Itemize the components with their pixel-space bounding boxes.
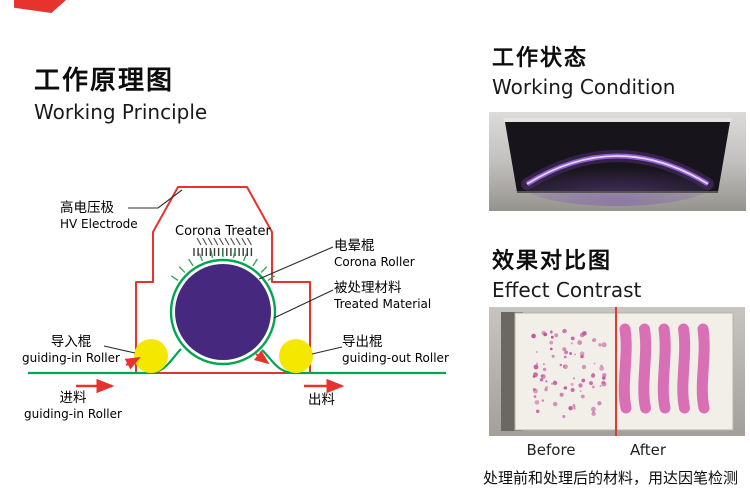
corona-treater-label-text: Corona Treater — [175, 224, 271, 239]
condition-title-cn: 工作状态 — [492, 46, 589, 71]
leader-corona-roller — [258, 246, 334, 280]
hv-electrode-label: 高电压极 HV Electrode — [60, 196, 138, 231]
corona-roller-shape — [175, 264, 271, 360]
condition-title: 工作状态 Working Condition — [492, 40, 675, 99]
web-direction-arrow-right — [254, 350, 270, 365]
corona-roller-label-en: Corona Roller — [334, 255, 415, 269]
leader-treated-material — [273, 289, 334, 319]
guiding-in-roller-label-en: guiding-in Roller — [22, 351, 120, 365]
feed-in-label: 进料 guiding-in Roller — [20, 386, 126, 421]
principle-diagram — [28, 186, 446, 394]
after-ink-strokes — [618, 323, 710, 414]
hv-electrode-teeth — [193, 237, 253, 256]
leader-hv-electrode — [128, 189, 183, 209]
corona-roller-label: 电晕棍 Corona Roller — [334, 234, 415, 269]
corner-ribbon — [14, 0, 66, 13]
guiding-in-roller-label: 导入棍 guiding-in Roller — [18, 330, 124, 365]
principle-title-en: Working Principle — [34, 100, 208, 124]
feed-in-label-cn: 进料 — [59, 390, 87, 406]
guiding-in-roller-shape — [134, 339, 168, 373]
before-label: Before — [526, 441, 576, 459]
guiding-out-roller-label: 导出棍 guiding-out Roller — [342, 330, 449, 365]
treated-material-label-en: Treated Material — [334, 297, 432, 311]
contrast-caption: 处理前和处理后的材料，用达因笔检测 — [483, 469, 739, 487]
guiding-out-roller-shape — [279, 339, 313, 373]
feed-in-label-en: guiding-in Roller — [24, 407, 122, 421]
discharge-glow — [521, 162, 713, 206]
corona-arc-core — [526, 155, 709, 185]
principle-title: 工作原理图 Working Principle — [34, 60, 207, 124]
corona-treater-label: Corona Treater — [175, 224, 271, 239]
feed-out-label-cn: 出料 — [308, 392, 335, 408]
corona-roller-label-cn: 电晕棍 — [334, 238, 375, 254]
working-condition-photo — [489, 112, 746, 211]
guiding-in-roller-label-cn: 导入棍 — [50, 334, 92, 350]
feed-out-label: 出料 — [308, 388, 335, 408]
guiding-out-roller-label-en: guiding-out Roller — [342, 351, 449, 365]
principle-title-cn: 工作原理图 — [34, 66, 175, 96]
condition-title-en: Working Condition — [492, 75, 676, 99]
leader-guiding-in — [103, 345, 136, 354]
contrast-title: 效果对比图 Effect Contrast — [492, 243, 641, 302]
contrast-title-en: Effect Contrast — [492, 278, 642, 302]
contrast-title-cn: 效果对比图 — [492, 249, 613, 274]
corona-discharge-icon — [171, 249, 275, 281]
web-direction-arrow-left — [124, 357, 141, 370]
frame-top-edge — [503, 118, 732, 122]
treated-material-label-cn: 被处理材料 — [334, 280, 402, 296]
material-web-path-in — [28, 348, 182, 375]
label-leader-lines — [103, 189, 343, 355]
before-ink-speckles — [531, 328, 607, 418]
treated-material-label: 被处理材料 Treated Material — [334, 276, 431, 311]
leader-guiding-out — [311, 346, 343, 355]
hv-electrode-label-en: HV Electrode — [60, 217, 138, 231]
hv-electrode-label-cn: 高电压极 — [60, 200, 114, 216]
effect-contrast-photo — [489, 307, 745, 436]
guiding-out-roller-label-cn: 导出棍 — [342, 334, 383, 350]
material-web-ring — [169, 258, 277, 366]
after-label: After — [629, 441, 667, 459]
